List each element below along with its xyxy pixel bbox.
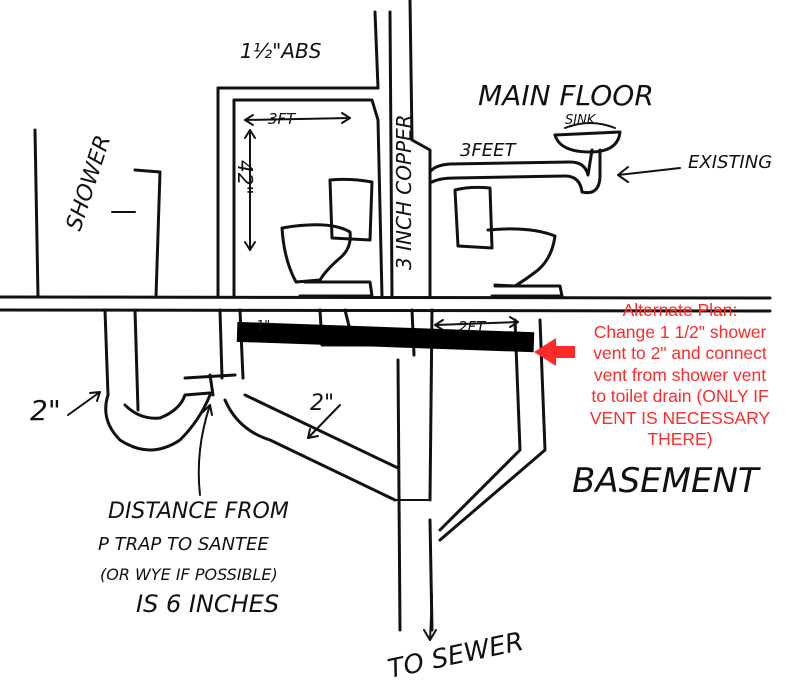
distance-line-2: P TRAP TO SANTEE xyxy=(98,534,269,555)
abs-size-label: 1½"ABS xyxy=(240,39,322,63)
sink-drain-pipe xyxy=(428,148,602,195)
shower-wall xyxy=(33,128,162,299)
basement-piping xyxy=(103,308,547,632)
two-ft-label: 2FT xyxy=(458,318,487,336)
note-line: Change 1 1/2" shower xyxy=(593,321,767,342)
distance-line-4: IS 6 INCHES xyxy=(136,590,279,618)
main-floor-label: MAIN FLOOR xyxy=(478,79,654,112)
two-inch-left-label: 2" xyxy=(30,394,61,427)
red-arrow-icon xyxy=(534,338,575,366)
note-line: VENT IS NECESSARY xyxy=(589,407,771,428)
note-title: Alternate Plan: xyxy=(622,300,738,320)
black-beam xyxy=(236,321,535,353)
to-sewer-label: TO SEWER xyxy=(385,627,526,685)
existing-label: EXISTING xyxy=(688,152,772,173)
sink-icon xyxy=(553,122,622,154)
sink-label: SINK xyxy=(565,113,597,128)
basement-label: BASEMENT xyxy=(572,461,761,501)
note-line: THERE) xyxy=(647,429,713,449)
distance-line-3: (OR WYE IF POSSIBLE) xyxy=(100,565,278,584)
copper-stack xyxy=(388,0,432,299)
note-line: vent to 2" and connect xyxy=(593,343,767,363)
distance-line-1: DISTANCE FROM xyxy=(108,499,289,524)
shower-label: SHOWER xyxy=(62,132,116,234)
height-42-label: 42" xyxy=(233,160,257,195)
three-feet-label: 3FEET xyxy=(460,140,518,161)
toilet-icon-right xyxy=(453,185,564,298)
pointer-arrows xyxy=(67,211,437,641)
dimension-arrows xyxy=(244,112,681,331)
one-inch-label: 1" xyxy=(256,319,270,334)
two-inch-mid-label: 2" xyxy=(310,391,334,416)
floor-line xyxy=(0,295,772,313)
note-line: to toilet drain (ONLY IF xyxy=(591,386,769,406)
bathroom-outline xyxy=(216,10,384,299)
note-line: vent from shower vent xyxy=(593,364,767,385)
alternate-plan-note: Alternate Plan: Change 1 1/2" shower ven… xyxy=(565,300,795,451)
width-3ft-label: 3FT xyxy=(268,110,297,128)
copper-label: 3 INCH COPPER xyxy=(392,114,416,270)
toilet-icon xyxy=(280,177,374,298)
